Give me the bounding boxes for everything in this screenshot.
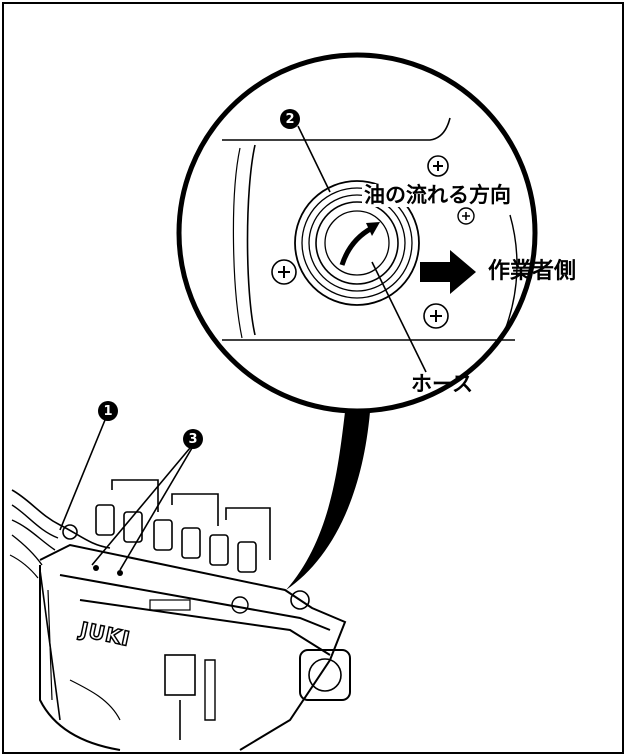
leader-line xyxy=(91,447,191,566)
callout-badge-3: 3 xyxy=(183,429,203,449)
oil-direction-label: 油の流れる方向 xyxy=(362,183,513,207)
screw-icon xyxy=(427,155,449,177)
arrow-right-icon xyxy=(420,250,476,294)
zoom-circle xyxy=(176,52,538,590)
callout-tail xyxy=(286,412,370,590)
operator-side-label: 作業者側 xyxy=(488,259,577,284)
leader-line xyxy=(59,419,106,531)
hose-label: ホース xyxy=(411,372,473,396)
screw-icon xyxy=(457,207,475,225)
leader-line xyxy=(119,447,193,571)
callout-badge-2: 2 xyxy=(280,109,300,129)
leader-line xyxy=(297,125,331,193)
screw-icon xyxy=(423,303,449,329)
machine-head xyxy=(9,479,351,751)
callout-badge-1: 1 xyxy=(98,401,118,421)
leader-line xyxy=(371,261,427,373)
oil-window-icon xyxy=(294,180,420,306)
screw-icon xyxy=(271,259,297,285)
